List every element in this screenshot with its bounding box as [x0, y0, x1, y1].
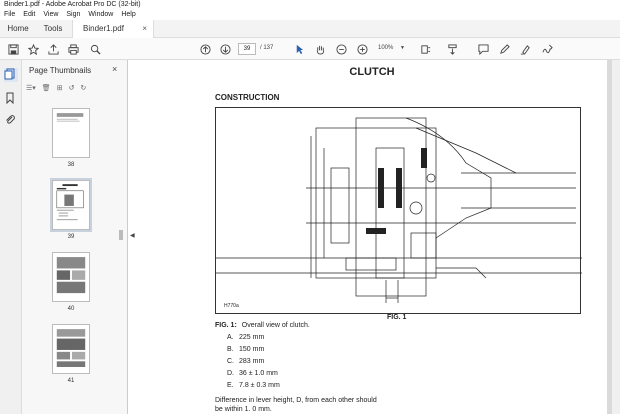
panel-scrollbar[interactable]: [118, 100, 124, 410]
note-line: be within 1. 0 mm.: [215, 406, 272, 413]
panel-toolbar: ☰▾ 🗑 ⊞ ↺ ↻: [26, 84, 126, 98]
dimension-item: E. 7.8 ± 0.3 mm: [227, 382, 280, 389]
panel-scroll-thumb[interactable]: [119, 230, 123, 240]
left-rail: [0, 60, 22, 414]
dimension-item: D. 36 ± 1.0 mm: [227, 370, 278, 377]
page-thumbnail-number: 38: [67, 162, 75, 168]
options-menu-icon[interactable]: ☰▾: [26, 85, 36, 92]
document-scrollbar[interactable]: [612, 60, 620, 414]
figure-id: H770a: [224, 303, 239, 309]
select-arrow-icon[interactable]: [292, 42, 306, 56]
caption-text: Overall view of clutch.: [241, 322, 310, 329]
page-thumbnails-panel: Page Thumbnails × ☰▾ 🗑 ⊞ ↺ ↻ 38 39 40 41: [22, 60, 128, 414]
page-thumbnail-selected[interactable]: [50, 178, 92, 232]
save-icon[interactable]: [6, 42, 20, 56]
page-thumbnail-number: 41: [67, 378, 75, 384]
pen-icon[interactable]: [497, 42, 511, 56]
dimension-key: B.: [227, 346, 234, 353]
attachment-icon[interactable]: [4, 114, 18, 128]
rotate-right-icon[interactable]: ↻: [80, 85, 87, 92]
clutch-figure: H770a: [215, 107, 582, 314]
page-down-icon[interactable]: [218, 42, 232, 56]
bookmark-icon[interactable]: [4, 92, 18, 106]
page-number-input[interactable]: 39: [238, 43, 256, 55]
zoom-in-icon[interactable]: [355, 42, 369, 56]
note-text: Difference in lever height, D, from each…: [215, 396, 415, 414]
menu-view[interactable]: View: [43, 11, 59, 18]
dimension-item: C. 283 mm: [227, 358, 264, 365]
figure-caption: FIG. 1: Overall view of clutch.: [215, 322, 310, 329]
caption-prefix: FIG. 1:: [215, 322, 237, 329]
search-icon[interactable]: [88, 42, 102, 56]
page-title: CLUTCH: [349, 66, 395, 78]
menu-sign[interactable]: Sign: [66, 11, 81, 18]
menu-file[interactable]: File: [4, 11, 16, 18]
zoom-out-icon[interactable]: [334, 42, 348, 56]
page-thumbnail-number: 39: [67, 234, 75, 240]
tab-row: Home Tools Binder1.pdf ×: [0, 20, 620, 38]
fit-page-icon[interactable]: [418, 42, 432, 56]
zoom-level[interactable]: 100%: [378, 45, 394, 51]
panel-close-icon[interactable]: ×: [112, 64, 118, 74]
dimension-value: 7.8 ± 0.3 mm: [239, 382, 280, 389]
tab-document-label: Binder1.pdf: [83, 24, 124, 33]
page-thumbnail[interactable]: [52, 108, 90, 158]
figure-label: FIG. 1: [387, 314, 407, 321]
collapse-panel-icon[interactable]: ◀: [130, 233, 135, 239]
menu-window[interactable]: Window: [88, 11, 114, 18]
title-bar: Binder1.pdf - Adobe Acrobat Pro DC (32-b…: [0, 0, 620, 10]
highlight-icon[interactable]: [518, 42, 532, 56]
comment-icon[interactable]: [476, 42, 490, 56]
section-heading: CONSTRUCTION: [215, 93, 280, 102]
page-up-icon[interactable]: [198, 42, 212, 56]
delete-page-icon[interactable]: 🗑: [41, 85, 51, 92]
window-title: Binder1.pdf - Adobe Acrobat Pro DC (32-b…: [4, 1, 141, 8]
dimension-key: A.: [227, 334, 234, 341]
tab-tools[interactable]: Tools: [43, 24, 63, 33]
note-line: Difference in lever height, D, from each…: [215, 397, 377, 404]
insert-page-icon[interactable]: ⊞: [56, 85, 63, 92]
dimension-value: 283 mm: [239, 358, 265, 365]
pdf-page: CLUTCH CONSTRUCTION: [137, 60, 607, 414]
dimension-value: 36 ± 1.0 mm: [239, 370, 278, 377]
dimension-key: D.: [227, 370, 234, 377]
upload-icon[interactable]: [46, 42, 60, 56]
scroll-mode-icon[interactable]: [445, 42, 459, 56]
hand-icon[interactable]: [313, 42, 327, 56]
print-icon[interactable]: [66, 42, 80, 56]
dimension-value: 150 mm: [239, 346, 265, 353]
sign-icon[interactable]: [540, 42, 554, 56]
tab-home[interactable]: Home: [7, 24, 29, 33]
dimension-value: 225 mm: [239, 334, 265, 341]
page-thumbnail[interactable]: [52, 324, 90, 374]
zoom-dropdown-icon[interactable]: ▼: [400, 45, 405, 51]
toolbar: 39 / 137 100% ▼: [0, 38, 620, 60]
dimension-key: E.: [227, 382, 234, 389]
page-thumbnail[interactable]: [52, 252, 90, 302]
tab-document[interactable]: Binder1.pdf ×: [72, 20, 154, 38]
dimension-item: A. 225 mm: [227, 334, 264, 341]
dimension-item: B. 150 mm: [227, 346, 264, 353]
page-thumbnail-number: 40: [67, 306, 75, 312]
page-thumbnails-icon[interactable]: [4, 68, 18, 82]
page-total: / 137: [260, 45, 274, 51]
menu-edit[interactable]: Edit: [23, 11, 36, 18]
rotate-left-icon[interactable]: ↺: [68, 85, 75, 92]
clutch-drawing: [216, 117, 582, 303]
dimension-key: C.: [227, 358, 234, 365]
menu-bar: File Edit View Sign Window Help: [0, 10, 620, 20]
document-view: CLUTCH CONSTRUCTION: [137, 60, 620, 414]
star-icon[interactable]: [26, 42, 40, 56]
panel-title: Page Thumbnails: [29, 66, 92, 75]
tab-close-icon[interactable]: ×: [142, 24, 147, 33]
menu-help[interactable]: Help: [121, 11, 136, 18]
